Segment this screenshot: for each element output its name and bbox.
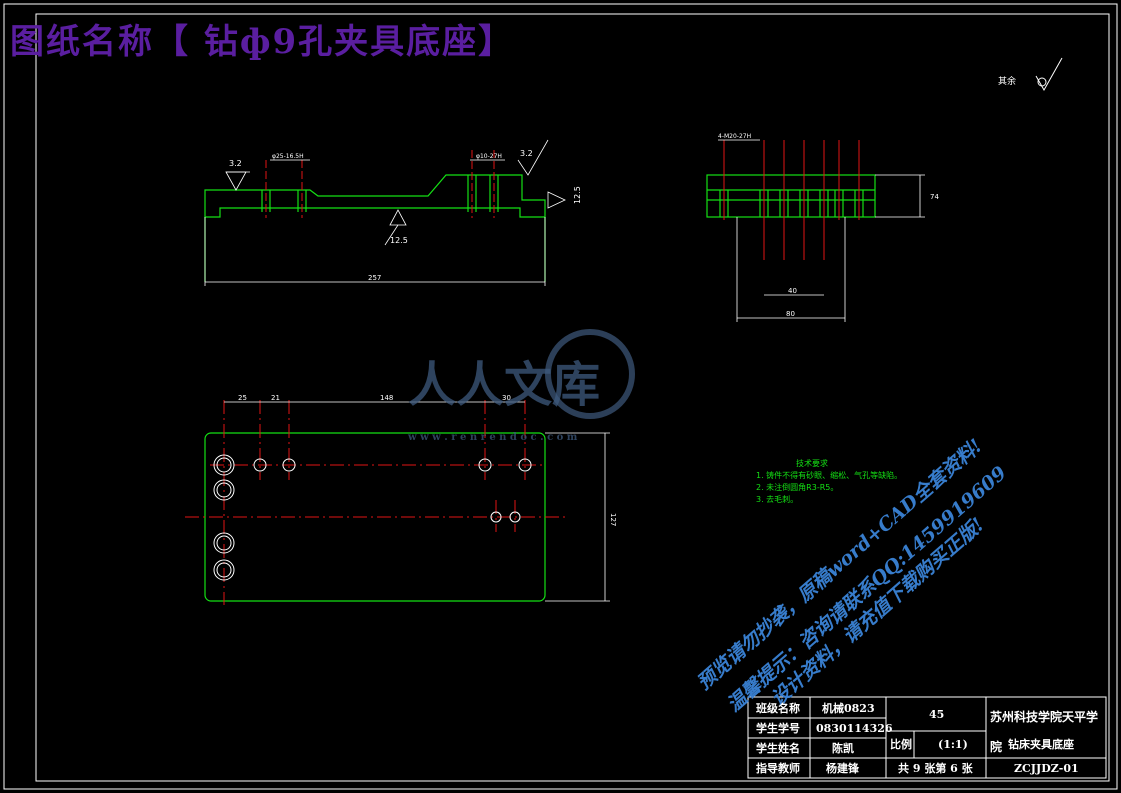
drawing-title-banner: 图纸名称【 钻ф9孔夹具底座】 xyxy=(10,22,515,62)
hole-left-note: φ25-16.5H xyxy=(272,153,304,160)
tb-student-id-label: 学生学号 xyxy=(756,722,800,735)
side-view-dims xyxy=(718,139,925,322)
side-height-dim: 74 xyxy=(930,193,939,201)
side-width-inner: 40 xyxy=(788,287,797,295)
plan-view xyxy=(204,432,546,602)
plan-dim-3: 148 xyxy=(380,394,393,402)
plan-view-centerlines xyxy=(185,400,568,605)
tech-notes-heading: 技术要求 xyxy=(796,459,828,468)
side-view-centerlines xyxy=(723,140,860,260)
roughness-other-label: 其余 xyxy=(998,77,1017,87)
logo-main-text: 人人文库 xyxy=(408,357,601,413)
side-view xyxy=(706,174,876,218)
technical-notes: 技术要求 1. 铸件不得有砂眼、缩松、气孔等缺陷。 2. 未注倒圆角R3-R5。… xyxy=(756,458,902,506)
plan-dim-1: 25 xyxy=(238,394,247,402)
tech-note-2: 2. 未注倒圆角R3-R5。 xyxy=(756,483,839,492)
hole-right-note: φ10-27H xyxy=(476,153,502,160)
front-view-dims xyxy=(204,139,566,286)
tb-part-name: 钻床夹具底座 xyxy=(1008,738,1074,751)
tech-note-3: 3. 去毛刺。 xyxy=(756,495,799,504)
plan-height-dim: 127 xyxy=(609,513,617,526)
roughness-bottom: 12.5 xyxy=(390,236,408,245)
plan-dim-2: 21 xyxy=(271,394,280,402)
tb-sheet-info: 共 9 张第 6 张 xyxy=(898,762,973,775)
tb-teacher-label: 指导教师 xyxy=(756,762,800,775)
tb-student-name-value: 陈凯 xyxy=(832,742,854,755)
tech-note-1: 1. 铸件不得有砂眼、缩松、气孔等缺陷。 xyxy=(756,471,903,480)
tb-class-label: 班级名称 xyxy=(756,702,800,715)
roughness-left: 3.2 xyxy=(229,159,242,168)
plan-view-holes xyxy=(213,454,532,581)
logo-circle xyxy=(545,329,635,419)
side-width-outer: 80 xyxy=(786,310,795,318)
tb-material: 45 xyxy=(929,707,945,721)
tb-teacher-value: 杨建锋 xyxy=(826,762,859,775)
logo-url-text: w w w . r e n r e n d o c . c o m xyxy=(408,432,578,443)
length-dim: 257 xyxy=(368,274,381,282)
tb-student-name-label: 学生姓名 xyxy=(756,742,800,755)
plan-dim-4: 30 xyxy=(502,394,511,402)
outer-frame xyxy=(3,3,1118,790)
roughness-right: 3.2 xyxy=(520,149,533,158)
tb-scale-label: 比例 xyxy=(890,738,912,751)
roughness-side: 12.5 xyxy=(573,186,582,204)
tb-drawing-no: ZCJJDZ-01 xyxy=(1014,761,1079,775)
tb-student-id-value: 0830114326 xyxy=(816,721,893,735)
tb-class-value: 机械0823 xyxy=(822,702,875,715)
inner-frame xyxy=(35,13,1110,782)
front-view xyxy=(204,174,546,282)
side-hole-note: 4-M20-27H xyxy=(718,133,751,140)
plan-view-dims xyxy=(224,401,610,602)
tb-scale-value: (1:1) xyxy=(938,737,968,751)
roughness-other-symbol xyxy=(1035,57,1063,92)
title-block-grid xyxy=(747,696,1107,779)
tb-school: 苏州科技学院天平学院 xyxy=(990,710,1099,754)
front-view-centerlines xyxy=(265,150,495,218)
